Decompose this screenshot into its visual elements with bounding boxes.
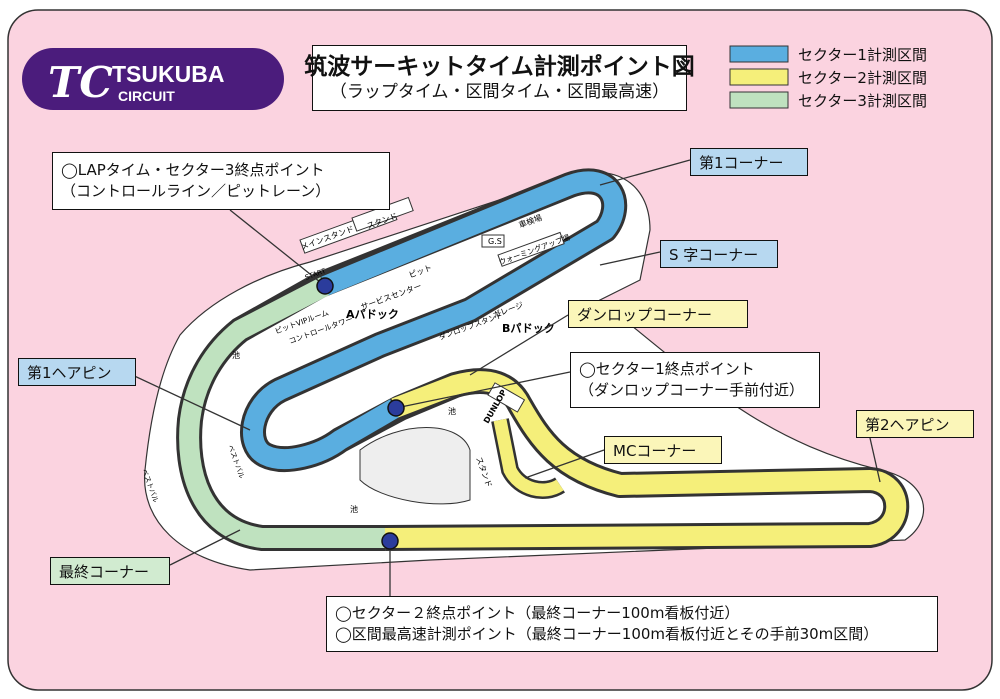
warmup-box (497, 231, 565, 267)
sector2-end-callout: ◯セクター２終点ポイント（最終コーナー100m看板付近） ◯区間最高速計測ポイン… (326, 596, 938, 652)
sector1-end-line2: （ダンロップコーナー手前付近） (579, 381, 805, 399)
sector1-end-callout: ◯セクター1終点ポイント （ダンロップコーナー手前付近） (570, 352, 820, 408)
sector2-end-line: ◯セクター２終点ポイント（最終コーナー100m看板付近） (335, 604, 740, 622)
lap-point-line1: ◯LAPタイム・セクター3終点ポイント (61, 161, 325, 179)
pond-label-3: 池 (232, 350, 240, 360)
mc-short-course-fill (493, 418, 564, 497)
legend-label-sector3: セクター3計測区間 (798, 92, 927, 110)
lap-point-line2: （コントロールライン／ピットレーン） (61, 182, 331, 200)
sector1-track (243, 171, 625, 469)
page-subtitle: （ラップタイム・区間タイム・区間最高速） (329, 82, 670, 102)
leader-dunlop (469, 314, 569, 376)
hairpin1-callout: 第1ヘアピン (18, 358, 136, 386)
s-corner-callout: S 字コーナー (660, 240, 778, 268)
gs-box (481, 234, 505, 248)
sector1-measure-point (387, 399, 405, 417)
gs-label: G.S (488, 237, 502, 246)
speed-point-line: ◯区間最高速計測ポイント（最終コーナー100m看板付近とその手前30m区間） (335, 625, 879, 643)
legend-label-sector1: セクター1計測区間 (798, 46, 927, 64)
logo-line1: TSUKUBA (112, 61, 224, 87)
lap-point-callout: ◯LAPタイム・セクター3終点ポイント （コントロールライン／ピットレーン） (52, 152, 390, 210)
dunlop-corner-callout: ダンロップコーナー (568, 300, 748, 328)
leader-final-corner (169, 529, 241, 566)
leader-s-corner (599, 251, 661, 266)
logo-mark: TC (48, 58, 113, 107)
final-corner-callout: 最終コーナー (50, 557, 170, 585)
leader-lines (127, 159, 881, 596)
legend-swatch-sector3 (729, 91, 789, 109)
leader-lap (229, 209, 326, 287)
logo-badge (22, 48, 284, 110)
leader-hairpin1 (127, 372, 251, 431)
leader-corner1 (599, 159, 691, 186)
a-paddock-label: Aパドック (346, 308, 399, 321)
sector3-track (179, 277, 385, 548)
pond-label-1: 池 (448, 406, 456, 416)
sector1-end-line1: ◯セクター1終点ポイント (579, 360, 755, 378)
lap-measure-point (316, 277, 334, 295)
sector2-measure-point (381, 532, 399, 550)
leader-sector1 (395, 371, 571, 409)
legend-swatch-sector2 (729, 68, 789, 86)
corner1-callout: 第1コーナー (690, 148, 808, 176)
leader-mc (524, 449, 605, 479)
dunlop-bridge (487, 382, 526, 413)
legend-swatch-sector1 (729, 45, 789, 63)
mc-corner-callout: MCコーナー (604, 436, 722, 464)
page-title: 筑波サーキットタイム計測ポイント図 (304, 54, 695, 80)
pond-label-2: 池 (350, 504, 358, 514)
tsukuba-circuit-logo: TC TSUKUBA CIRCUIT (22, 48, 284, 110)
legend-label-sector2: セクター2計測区間 (798, 69, 927, 87)
infield-building (359, 427, 471, 505)
leader-hairpin2 (869, 437, 881, 483)
hairpin2-callout: 第2ヘアピン (856, 410, 974, 438)
logo-line2: CIRCUIT (118, 88, 175, 104)
title-box: 筑波サーキットタイム計測ポイント図 （ラップタイム・区間タイム・区間最高速） (304, 45, 695, 111)
